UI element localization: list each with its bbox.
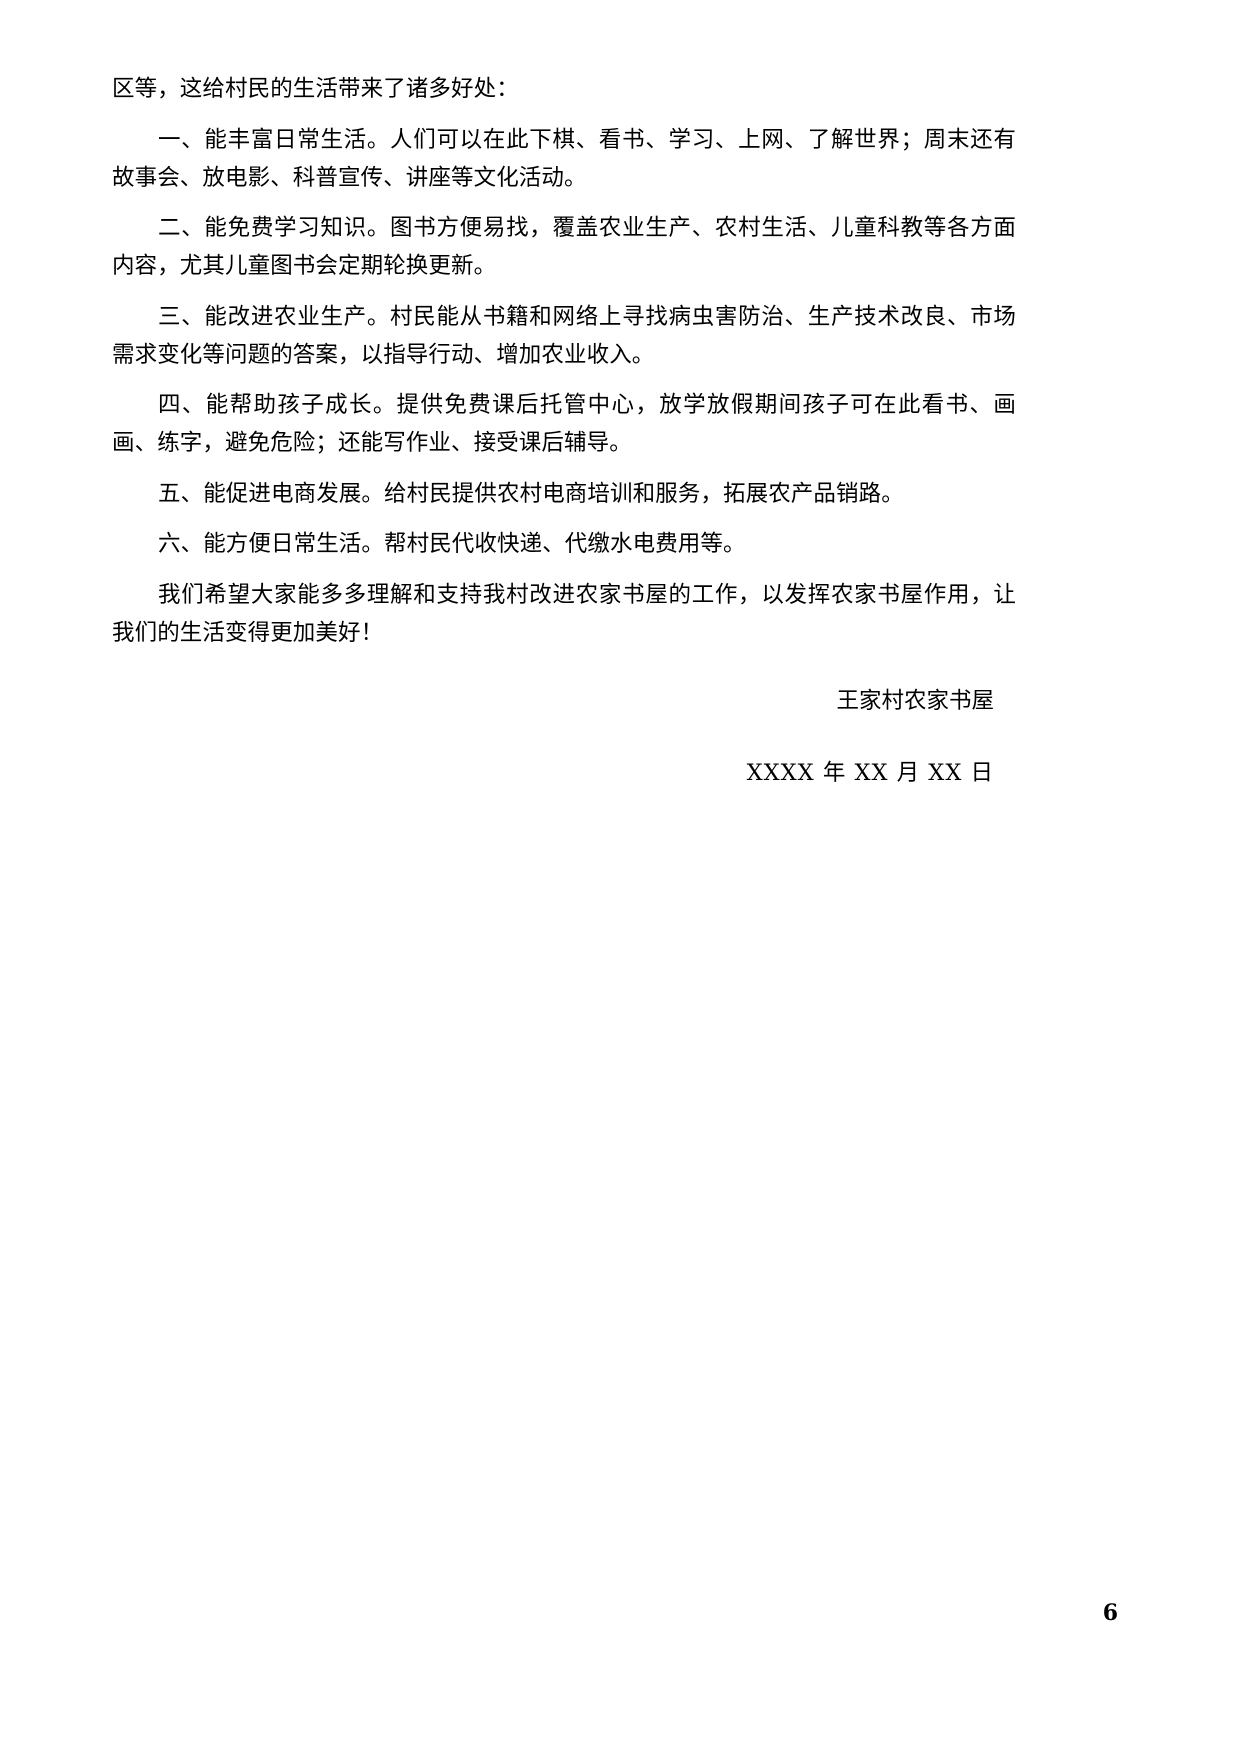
signature-organization: 王家村农家书屋 [836, 687, 994, 714]
paragraph-benefit-6: 六、能方便日常生活。帮村民代收快递、代缴水电费用等。 [158, 531, 746, 557]
signature-date: XXXX 年 XX 月 XX 日 [746, 759, 994, 786]
page-number: 6 [1102, 1600, 1118, 1626]
paragraph-benefit-5: 五、能促进电商发展。给村民提供农村电商培训和服务，拓展农产品销路。 [158, 480, 904, 507]
paragraph-benefit-3: 三、能改进农业生产。村民能从书籍和网络上寻找病虫害防治、生产技术改良、市场需求变… [112, 303, 1016, 368]
paragraph-opening-continuation: 区等，这给村民的生活带来了诸多好处： [112, 76, 519, 102]
paragraph-benefit-2: 二、能免费学习知识。图书方便易找，覆盖农业生产、农村生活、儿童科教等各方面内容，… [112, 215, 1016, 279]
signature-block: 王家村农家书屋 XXXX 年 XX 月 XX 日 [112, 682, 1016, 792]
paragraph-benefit-4: 四、能帮助孩子成长。提供免费课后托管中心，放学放假期间孩子可在此看书、画画、练字… [112, 392, 1016, 456]
paragraph-closing: 我们希望大家能多多理解和支持我村改进农家书屋的工作，以发挥农家书屋作用，让我们的… [112, 581, 1016, 646]
document-body: 区等，这给村民的生活带来了诸多好处： 一、能丰富日常生活。人们可以在此下棋、看书… [112, 70, 1016, 792]
paragraph-benefit-1: 一、能丰富日常生活。人们可以在此下棋、看书、学习、上网、了解世界；周末还有故事会… [112, 126, 1016, 191]
